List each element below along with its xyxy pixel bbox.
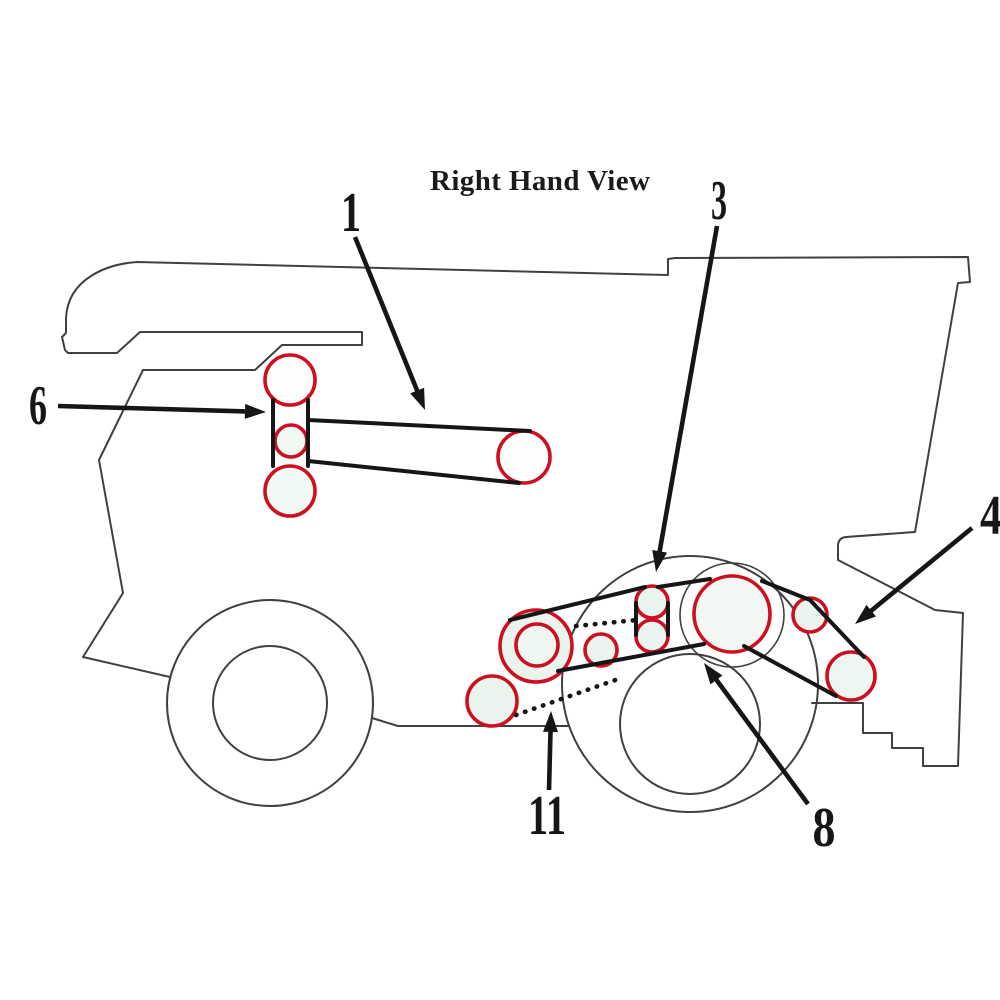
callout-arrow-6 [57,403,251,414]
callout-label-8: 8 [813,797,836,859]
belt-line-5 [656,577,712,589]
belt-line-4 [508,585,647,622]
variator-housing-circle [679,562,785,668]
callout-arrowhead-8 [704,663,723,685]
belt-line-2 [306,418,532,433]
upper-bottom-pulley [263,464,317,518]
main-drive-pulley-inner [514,622,560,668]
callout-arrow-8 [711,674,810,806]
pair-top-pulley [634,584,670,620]
callout-arrowhead-3 [652,550,668,572]
pair-bottom-pulley [634,618,670,654]
diagram-title: Right Hand View [430,165,651,197]
callout-label-1: 1 [341,182,361,244]
front-wheel-hub [212,645,328,761]
callout-arrowhead-6 [244,403,266,419]
rear-lower-pulley [825,650,877,702]
callout-label-4: 4 [980,485,1000,547]
callout-arrowhead-1 [410,387,425,410]
callout-label-6: 6 [29,375,47,437]
separator-drive-pulley [692,574,772,654]
callout-arrowhead-11 [542,711,558,733]
callout-arrow-3 [656,225,720,557]
lower-front-idler [465,674,519,728]
belt-line-6 [760,579,866,659]
upper-middle-idler [273,423,309,459]
header-drive-pulley [496,429,552,485]
belt-line-3 [306,459,521,485]
dotted-belt-line-1 [513,675,624,718]
machine-outline-1 [371,717,570,727]
upper-top-pulley [263,353,317,407]
callout-label-3: 3 [711,170,727,232]
belt-line-8 [556,642,706,673]
callout-label-11: 11 [528,785,566,847]
small-idler-pulley [583,632,619,668]
belt-line-7 [742,644,838,698]
callout-arrow-1 [352,236,422,397]
rear-wheel-hub [619,653,761,795]
callout-arrowhead-4 [855,604,876,624]
callout-arrow-4 [865,526,974,616]
machine-outline-0 [61,256,971,767]
dotted-belt-line-0 [573,617,640,629]
callout-arrow-11 [546,726,553,791]
front-wheel-tire [166,599,374,807]
